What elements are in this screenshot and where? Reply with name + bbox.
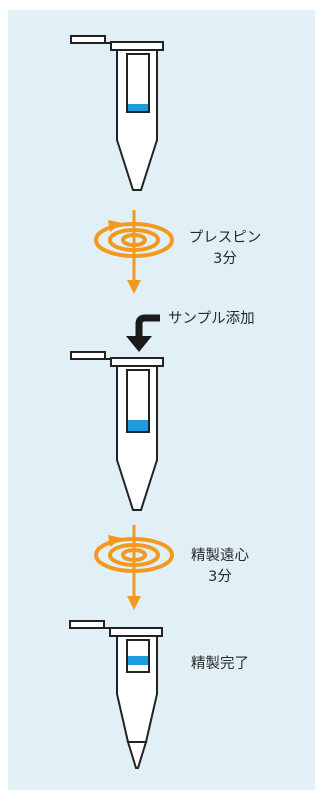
step-done-title: 精製完了: [191, 656, 249, 672]
liquid: [128, 656, 148, 665]
spin-icon: [94, 210, 174, 294]
bent-arrow-icon: [126, 314, 160, 352]
microtube-icon: [70, 35, 164, 191]
spin-icon: [94, 525, 174, 610]
microtube-icon: [69, 620, 163, 769]
step-prespin-title: プレスピン: [188, 230, 262, 246]
liquid: [128, 420, 148, 431]
step-centrifuge-time: 3分: [208, 569, 232, 585]
protocol-panel: [8, 10, 315, 790]
microtube-icon: [70, 351, 164, 511]
tube-rim: [110, 41, 164, 51]
liquid: [128, 104, 148, 111]
step-centrifuge-title: 精製遠心: [191, 548, 249, 564]
spin-column: [126, 53, 150, 113]
tube-lid: [70, 35, 106, 44]
step-add-sample-title: サンプル添加: [168, 311, 255, 327]
step-prespin-time: 3分: [213, 251, 237, 267]
